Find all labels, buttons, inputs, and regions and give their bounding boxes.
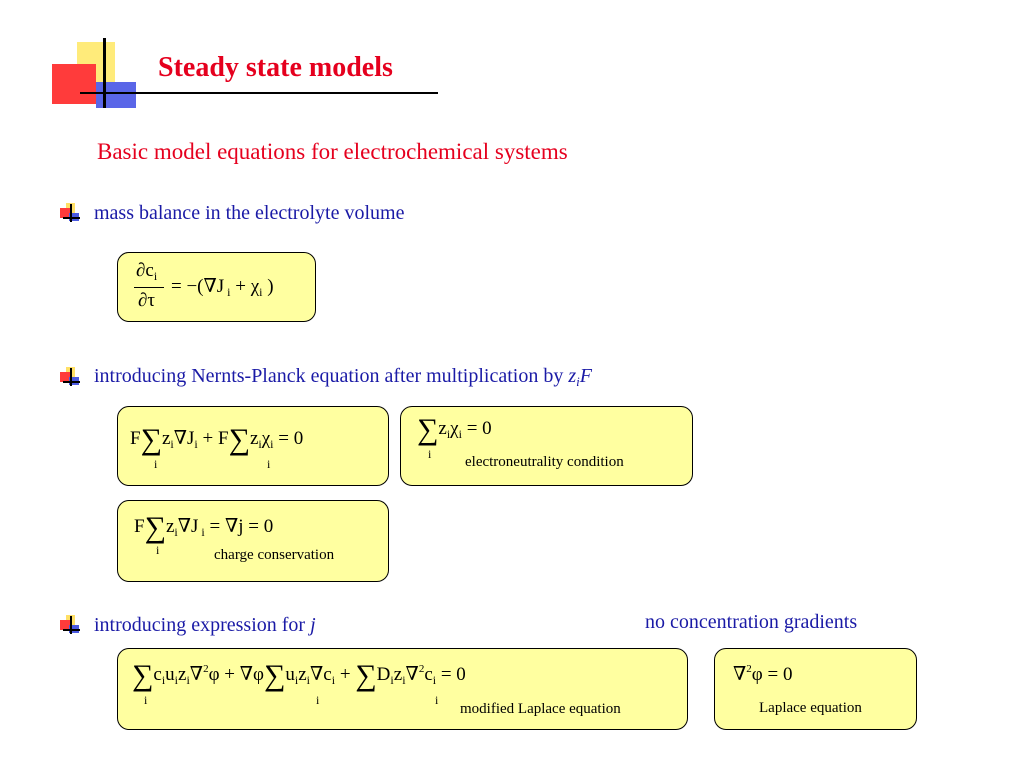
- equation-electroneutrality: ∑ziχi = 0: [417, 413, 492, 446]
- caption-charge-conservation: charge conservation: [214, 547, 335, 563]
- bullet-text: introducing Nernts-Planck equation after…: [94, 364, 592, 389]
- equation-box-electroneutrality: ∑ziχi = 0 i electroneutrality condition: [400, 406, 693, 486]
- slide-logo: [50, 40, 145, 110]
- equation-box-nernst-planck: F∑zi∇Ji + F∑ziχi = 0 i i: [117, 406, 389, 486]
- title-underline: [80, 92, 438, 94]
- equation-laplace: ∇2φ = 0: [733, 663, 793, 685]
- caption-modified-laplace: modified Laplace equation: [460, 701, 621, 717]
- equation-modified-laplace: ∑ciuizi∇2φ + ∇φ∑uizi∇ci + ∑Dizi∇2ci = 0: [132, 659, 466, 692]
- equation-box-modified-laplace: ∑ciuizi∇2φ + ∇φ∑uizi∇ci + ∑Dizi∇2ci = 0 …: [117, 648, 688, 730]
- bullet-icon: [60, 367, 80, 387]
- logo-vertical-line: [103, 38, 106, 108]
- equation-box-mass-balance: ∂ci ∂τ = −(∇J i + χi ): [117, 252, 316, 322]
- equation-mass-balance-rhs: = −(∇J i + χi ): [171, 276, 274, 299]
- bullet-text: introducing expression for j: [94, 613, 316, 636]
- slide-title: Steady state models: [158, 52, 393, 83]
- bullet-icon: [60, 615, 80, 635]
- bullet-icon: [60, 203, 80, 223]
- equation-box-laplace: ∇2φ = 0 Laplace equation: [714, 648, 917, 730]
- equation-charge-conservation: F∑zi∇J i = ∇j = 0: [134, 511, 274, 544]
- caption-electroneutrality: electroneutrality condition: [465, 454, 624, 470]
- bullet-expression-j: introducing expression for j: [60, 610, 316, 640]
- bullet-mass-balance: mass balance in the electrolyte volume: [60, 198, 404, 228]
- logo-blue-square: [96, 82, 136, 108]
- equation-box-charge-conservation: F∑zi∇J i = ∇j = 0 i charge conservation: [117, 500, 389, 582]
- caption-laplace: Laplace equation: [759, 700, 862, 716]
- logo-red-square: [52, 64, 96, 104]
- fraction-bar: [134, 287, 164, 288]
- note-no-concentration-gradients: no concentration gradients: [645, 611, 858, 633]
- bullet-nernst-planck: introducing Nernts-Planck equation after…: [60, 362, 592, 392]
- equation-nernst-planck: F∑zi∇Ji + F∑ziχi = 0: [130, 423, 304, 456]
- slide-subtitle: Basic model equations for electrochemica…: [97, 139, 568, 164]
- bullet-text: mass balance in the electrolyte volume: [94, 201, 405, 224]
- equation-fraction-numerator: ∂ci: [136, 260, 158, 283]
- equation-fraction-denominator: ∂τ: [138, 290, 156, 311]
